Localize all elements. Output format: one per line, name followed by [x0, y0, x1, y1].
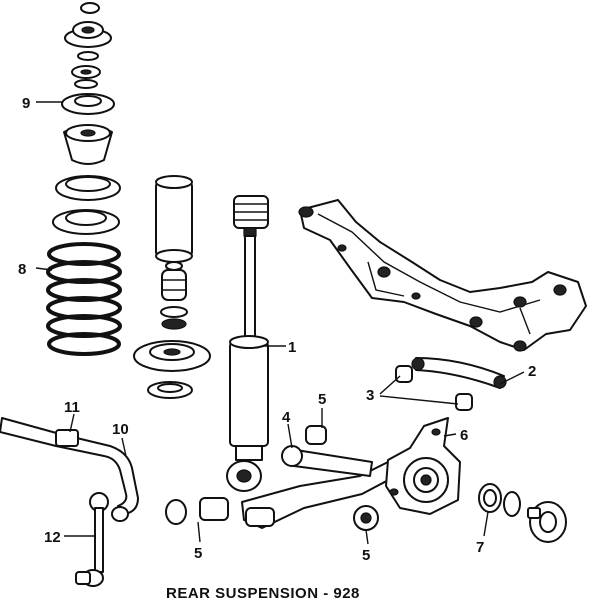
coil-spring [46, 242, 122, 356]
wheel-bearing [478, 483, 502, 513]
callout-9: 9 [22, 95, 30, 112]
upper-control-arm [395, 357, 507, 411]
callout-7: 7 [476, 539, 484, 556]
callout-8: 8 [18, 261, 26, 278]
leader-lines [35, 101, 525, 545]
rubber-mount-cup [63, 124, 113, 165]
callout-5-upper: 5 [318, 391, 326, 408]
bump-stop [160, 261, 188, 330]
hub-flange [527, 501, 567, 543]
upper-spring-seat [55, 175, 121, 201]
callout-5-right: 5 [362, 547, 370, 564]
bearing-seal [503, 491, 521, 517]
callout-6: 6 [460, 427, 468, 444]
lower-isolator-ring [147, 381, 193, 399]
upper-mount-plate [64, 21, 112, 48]
diagram-caption: REAR SUSPENSION - 928 [166, 585, 360, 602]
callout-2: 2 [528, 363, 536, 380]
lower-spring-seat [133, 340, 211, 372]
callout-5-left: 5 [194, 545, 202, 562]
dust-boot-column [133, 175, 211, 399]
stabilizer-link [75, 492, 109, 587]
shock-absorber [226, 195, 269, 492]
stabilizer-bar [0, 417, 139, 522]
wheel-carrier [385, 417, 461, 515]
callout-12: 12 [44, 529, 61, 546]
callout-10: 10 [112, 421, 129, 438]
callout-1: 1 [288, 339, 296, 356]
top-nut [80, 2, 100, 14]
lower-control-arm [165, 425, 397, 531]
callout-4: 4 [282, 409, 291, 426]
spring-seat-plate [61, 93, 115, 115]
callout-3: 3 [366, 387, 374, 404]
spring-isolator [52, 209, 120, 235]
rear-crossmember [298, 199, 587, 352]
callout-11: 11 [64, 399, 80, 416]
top-mount-stack [52, 2, 121, 235]
mount-washers [71, 51, 101, 89]
dust-boot [155, 175, 193, 263]
